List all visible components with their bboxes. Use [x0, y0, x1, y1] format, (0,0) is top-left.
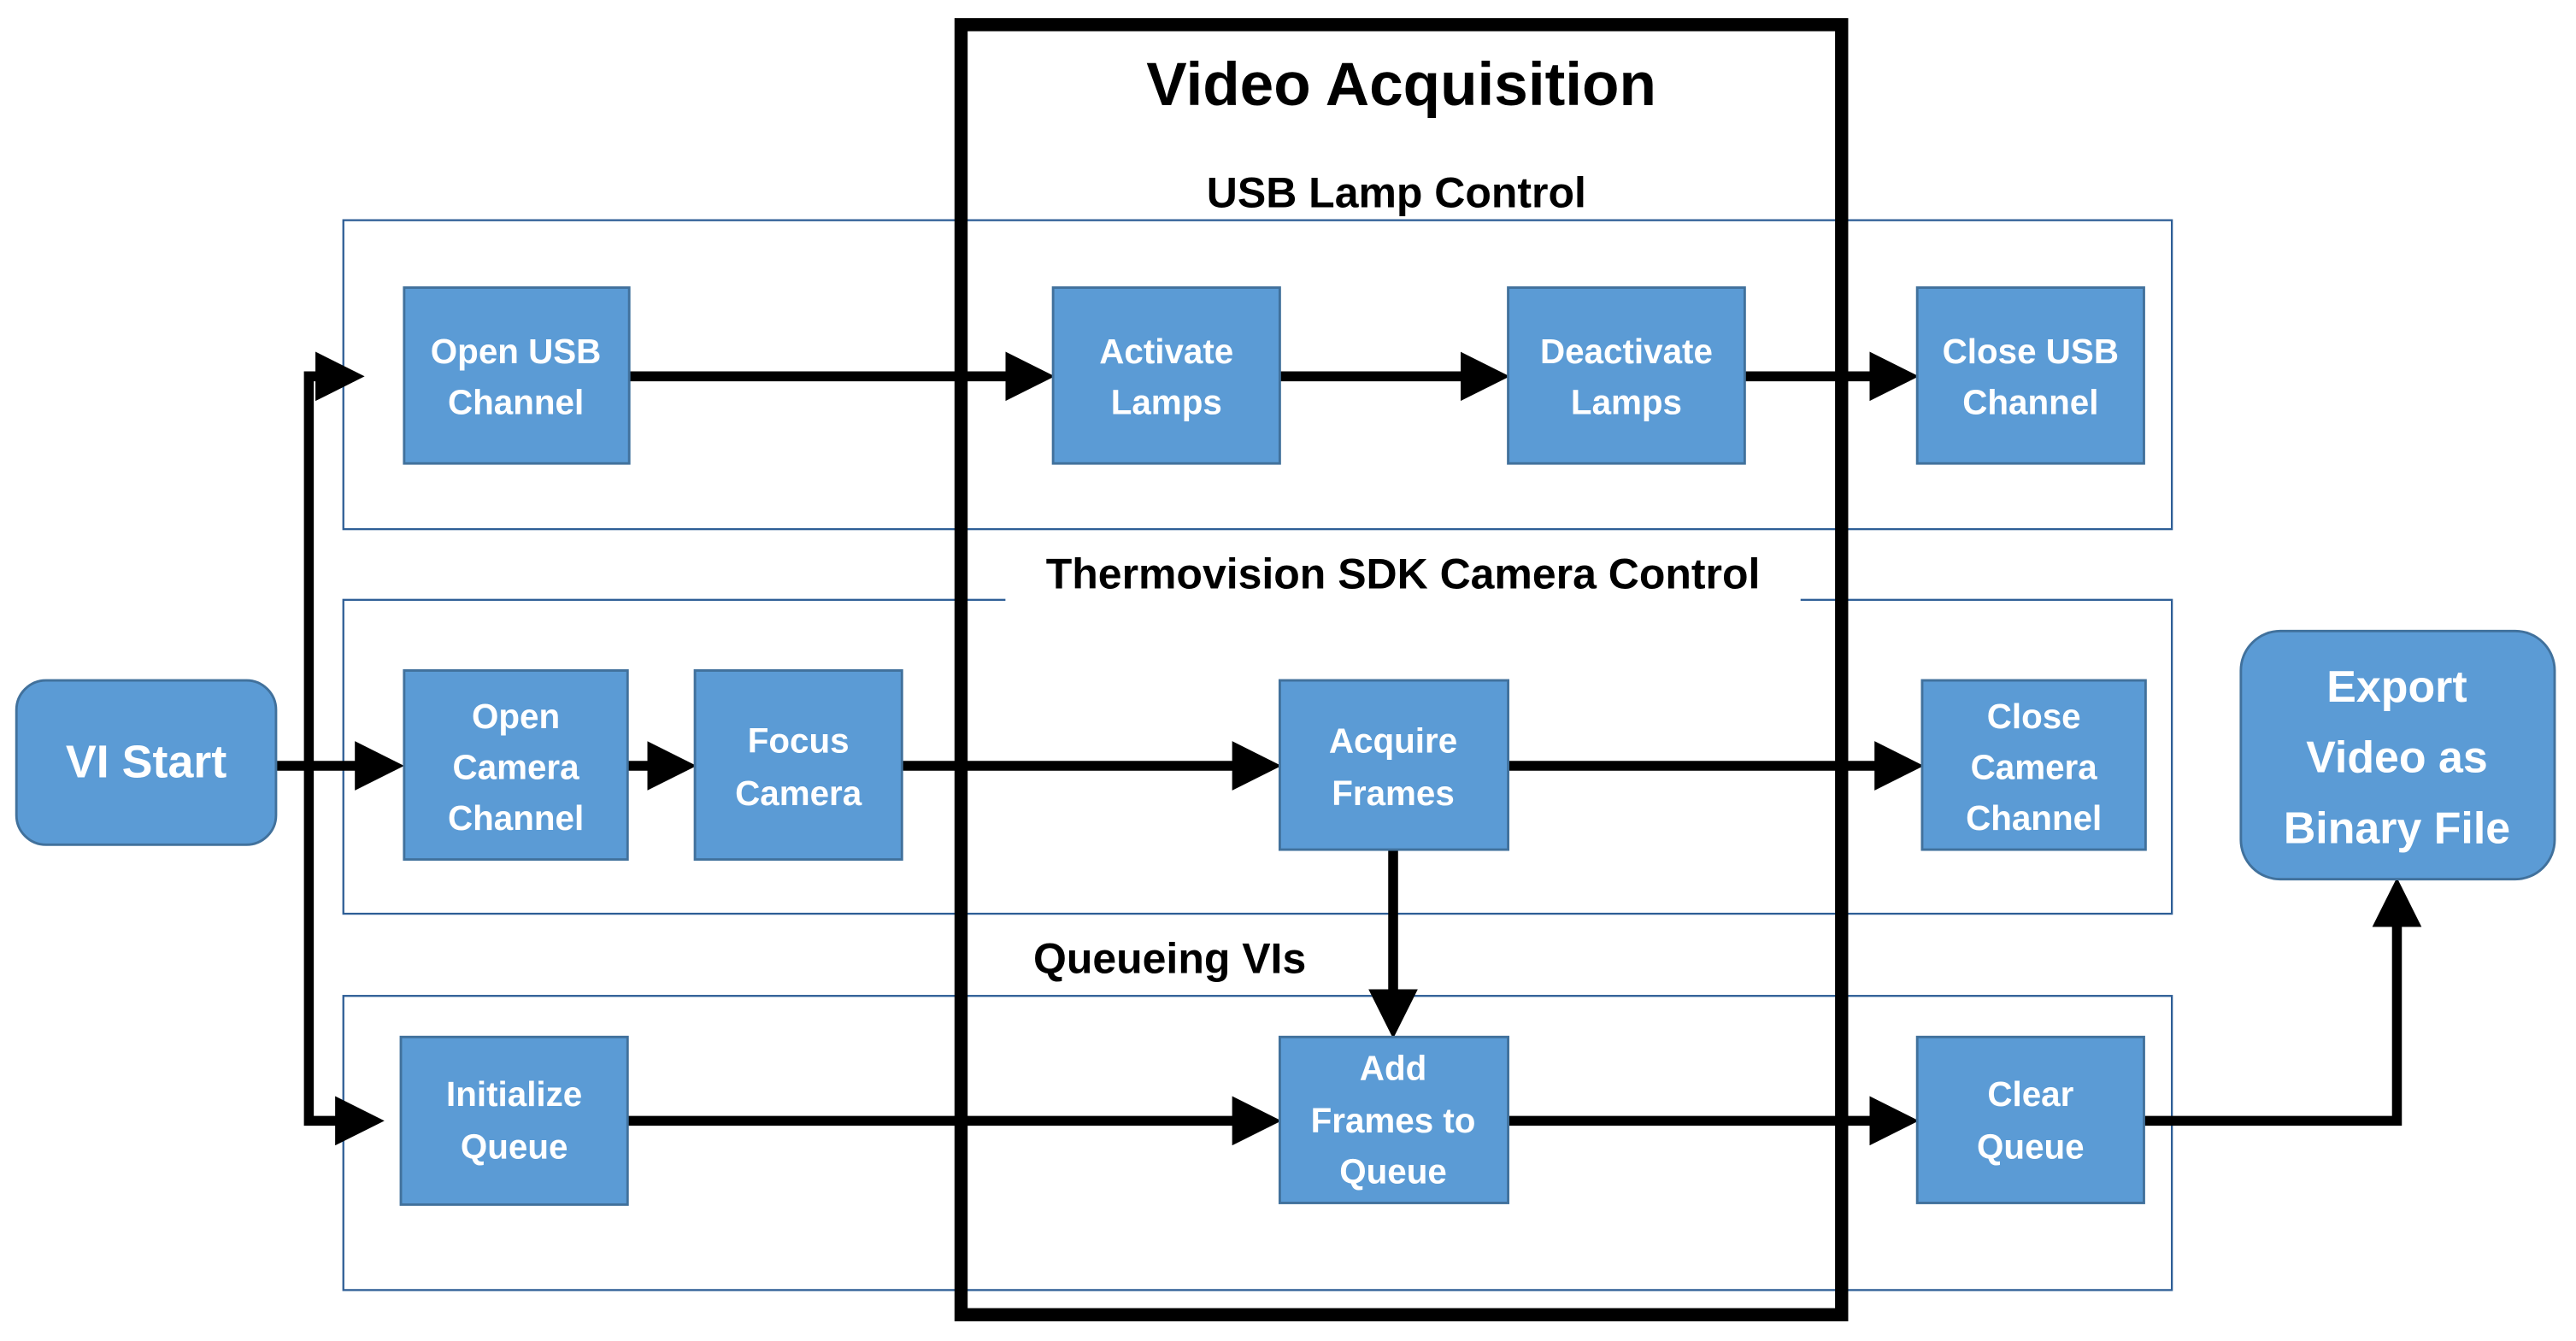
- node-close-usb-channel: Close USB Channel: [1915, 286, 2145, 465]
- node-add-frames-to-queue: Add Frames to Queue: [1278, 1035, 1510, 1204]
- group-title-usb: USB Lamp Control: [1207, 168, 1586, 216]
- svg-text:Focus: Focus: [748, 721, 850, 761]
- svg-text:Export: Export: [2326, 662, 2467, 711]
- svg-text:Queue: Queue: [461, 1127, 568, 1167]
- svg-text:Channel: Channel: [1966, 798, 2102, 838]
- node-focus-camera: Focus Camera: [693, 669, 903, 862]
- node-clear-queue: Clear Queue: [1915, 1035, 2145, 1204]
- node-open-usb-channel: Open USB Channel: [403, 286, 631, 465]
- node-open-camera-channel: Open Camera Channel: [403, 669, 629, 862]
- svg-text:Channel: Channel: [448, 383, 584, 422]
- diagram-title: Video Acquisition: [1146, 51, 1656, 119]
- svg-text:Open: Open: [472, 697, 560, 736]
- svg-text:Queue: Queue: [1339, 1151, 1447, 1191]
- svg-text:Close USB: Close USB: [1943, 332, 2119, 371]
- node-acquire-frames: Acquire Frames: [1278, 679, 1510, 851]
- svg-text:Camera: Camera: [1971, 747, 2098, 786]
- group-title-camera: Thermovision SDK Camera Control: [1046, 550, 1761, 597]
- svg-text:Frames: Frames: [1332, 773, 1455, 813]
- svg-text:Add: Add: [1360, 1048, 1426, 1087]
- svg-text:Channel: Channel: [1962, 383, 2098, 422]
- svg-text:Deactivate: Deactivate: [1540, 332, 1713, 371]
- svg-text:Video as: Video as: [2306, 732, 2487, 782]
- svg-text:Initialize: Initialize: [446, 1074, 582, 1114]
- svg-text:Channel: Channel: [448, 798, 584, 838]
- svg-text:Lamps: Lamps: [1111, 383, 1222, 422]
- node-close-camera-channel: Close Camera Channel: [1920, 679, 2147, 851]
- svg-text:Camera: Camera: [453, 747, 580, 786]
- node-activate-lamps: Activate Lamps: [1051, 286, 1281, 465]
- connectors: [275, 351, 2422, 1146]
- svg-text:Acquire: Acquire: [1329, 721, 1457, 761]
- group-title-queue: Queueing VIs: [1033, 934, 1306, 982]
- node-vi-start: VI Start: [15, 679, 278, 846]
- node-initialize-queue: Initialize Queue: [399, 1035, 629, 1206]
- svg-text:Open USB: Open USB: [431, 332, 602, 371]
- svg-text:Frames to: Frames to: [1311, 1101, 1476, 1140]
- svg-text:VI Start: VI Start: [66, 736, 226, 787]
- svg-text:Camera: Camera: [735, 773, 862, 813]
- svg-text:Binary File: Binary File: [2284, 803, 2510, 852]
- svg-text:Activate: Activate: [1099, 332, 1233, 371]
- svg-text:Queue: Queue: [1977, 1127, 2085, 1167]
- svg-text:Lamps: Lamps: [1571, 383, 1682, 422]
- node-export-video: Export Video as Binary File: [2239, 629, 2556, 881]
- svg-text:Clear: Clear: [1987, 1074, 2073, 1114]
- svg-text:Close: Close: [1987, 697, 2081, 736]
- node-deactivate-lamps: Deactivate Lamps: [1507, 286, 1746, 465]
- video-acquisition-frame: [954, 18, 1849, 1321]
